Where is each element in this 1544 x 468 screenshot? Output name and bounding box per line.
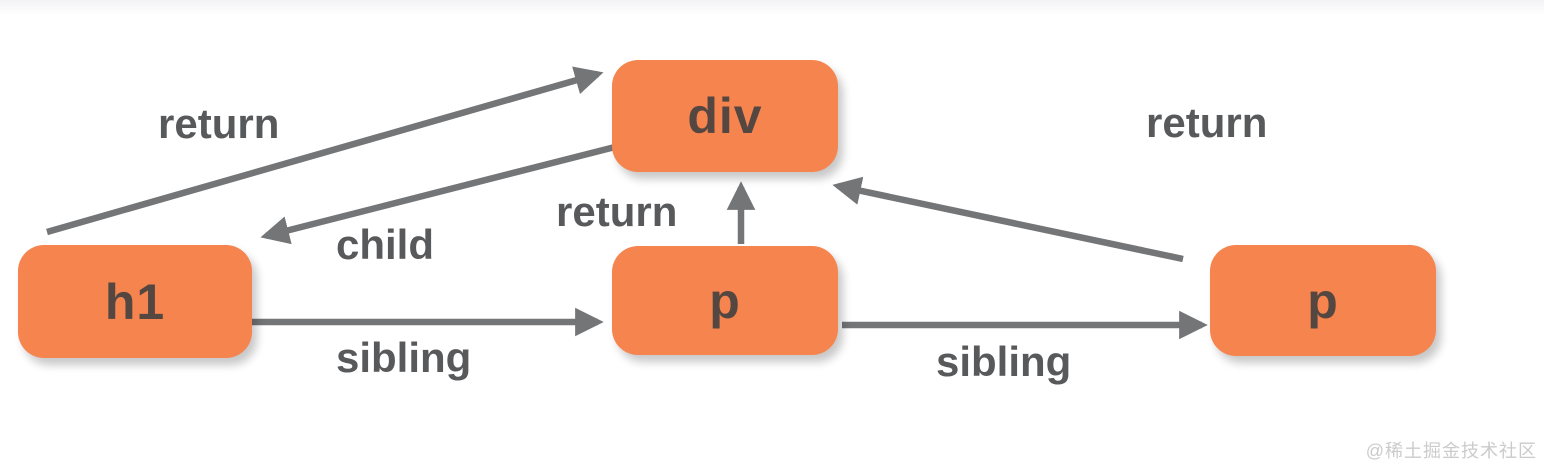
node-p-right: p: [1210, 245, 1436, 356]
edge-label-return-h1-to-div: return: [158, 100, 280, 147]
node-p-middle-label: p: [709, 272, 741, 329]
edge-label-return-p-to-div: return: [556, 188, 678, 235]
watermark: @稀土掘金技术社区: [1365, 441, 1537, 461]
return-arrow-p2-to-div: [832, 176, 1184, 263]
node-h1-label: h1: [104, 273, 166, 330]
edge-label-return-p2-to-div: return: [1146, 99, 1268, 146]
edge-label-sibling-p-to-p2: sibling: [936, 338, 1072, 385]
top-strip: [0, 0, 1544, 16]
edge-label-sibling-h1-to-p: sibling: [336, 334, 472, 381]
return-arrow-h1-to-div: [46, 66, 604, 236]
node-h1: h1: [18, 245, 252, 358]
node-div-label: div: [687, 88, 763, 144]
node-div: div: [612, 60, 838, 172]
node-p-middle: p: [612, 246, 838, 355]
node-p-right-label: p: [1307, 272, 1339, 329]
edge-label-child-div-to-h1: child: [336, 221, 435, 268]
